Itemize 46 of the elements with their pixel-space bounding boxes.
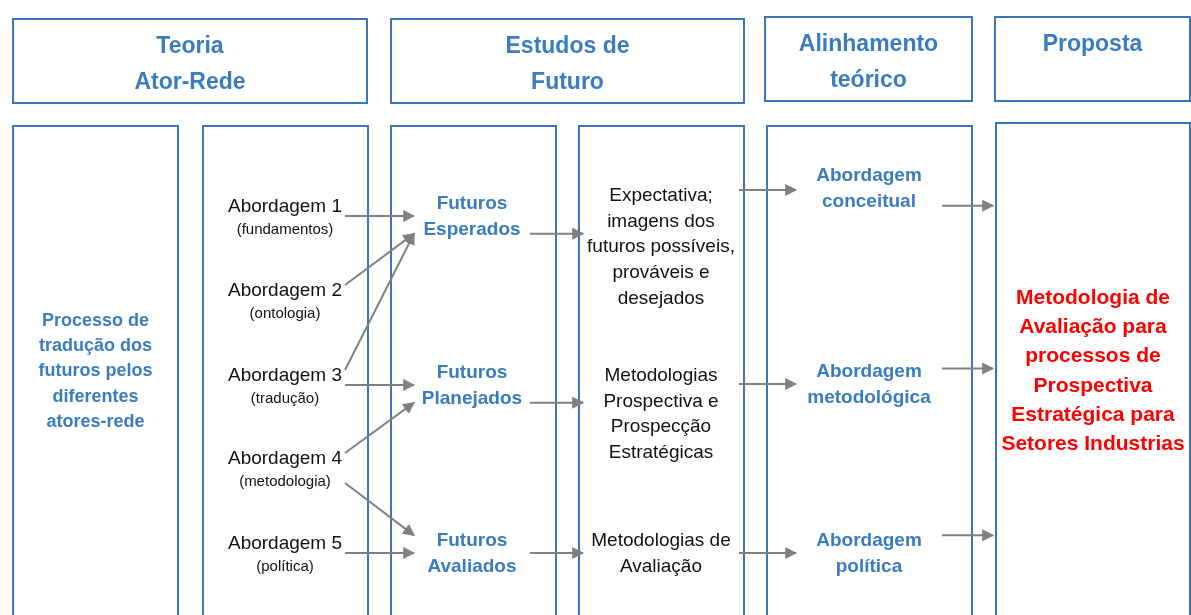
column-panel	[578, 125, 745, 615]
arrow	[738, 547, 798, 559]
node-label: Futuros Planejados	[417, 359, 527, 411]
arrow	[941, 529, 995, 542]
column-heading: Teoria Ator-Rede	[133, 31, 247, 96]
node-label: Abordagem 1 (fundamentos)	[227, 193, 343, 239]
arrow	[529, 396, 585, 409]
node-label: Futuros Avaliados	[417, 527, 527, 579]
column-panel	[766, 125, 973, 615]
proposal-text: Metodologia de Avaliação para processos de Prospectiva Estratégica para Setores Industrias	[1000, 283, 1186, 457]
arrow	[529, 547, 585, 559]
node-label: Abordagem 4 (metodologia)	[227, 445, 343, 491]
arrow	[941, 199, 995, 212]
header-box	[764, 16, 973, 102]
arrow	[344, 210, 416, 222]
arrow	[344, 481, 415, 537]
node-label: Metodologias Prospectiva e Prospecção Estratégicas	[586, 361, 736, 465]
node-label: Abordagem conceitual	[799, 162, 939, 214]
column-heading: Proposta	[1041, 29, 1144, 58]
node-label: Expectativa; imagens dos futuros possíveis, prováveis e desejados	[586, 181, 736, 311]
column-panel	[12, 125, 179, 615]
header-box	[12, 18, 368, 104]
arrow	[529, 227, 585, 240]
arrow	[344, 232, 415, 287]
node-label: Abordagem 2 (ontologia)	[227, 277, 343, 323]
node-label: Futuros Esperados	[417, 190, 527, 242]
column-heading: Estudos de Futuro	[504, 31, 631, 96]
arrow	[738, 183, 798, 196]
node-label: Abordagem 5 (política)	[227, 530, 343, 576]
column-panel	[995, 122, 1191, 615]
node-label: Abordagem metodológica	[799, 358, 939, 410]
arrow	[941, 362, 995, 375]
node-label: Abordagem 3 (tradução)	[227, 362, 343, 408]
header-box	[390, 18, 745, 104]
process-text: Processo de tradução dos futuros pelos diferentes atores-rede	[37, 309, 154, 433]
column-panel	[202, 125, 369, 615]
node-label: Metodologias de Avaliação	[586, 527, 736, 579]
arrow	[344, 401, 415, 455]
column-heading: Alinhamento teórico	[797, 29, 940, 94]
node-label: Abordagem política	[799, 527, 939, 579]
header-box	[994, 16, 1191, 102]
arrow	[344, 547, 416, 559]
arrow	[738, 378, 798, 390]
arrow	[344, 379, 416, 391]
column-panel	[390, 125, 557, 615]
arrow	[344, 232, 415, 372]
